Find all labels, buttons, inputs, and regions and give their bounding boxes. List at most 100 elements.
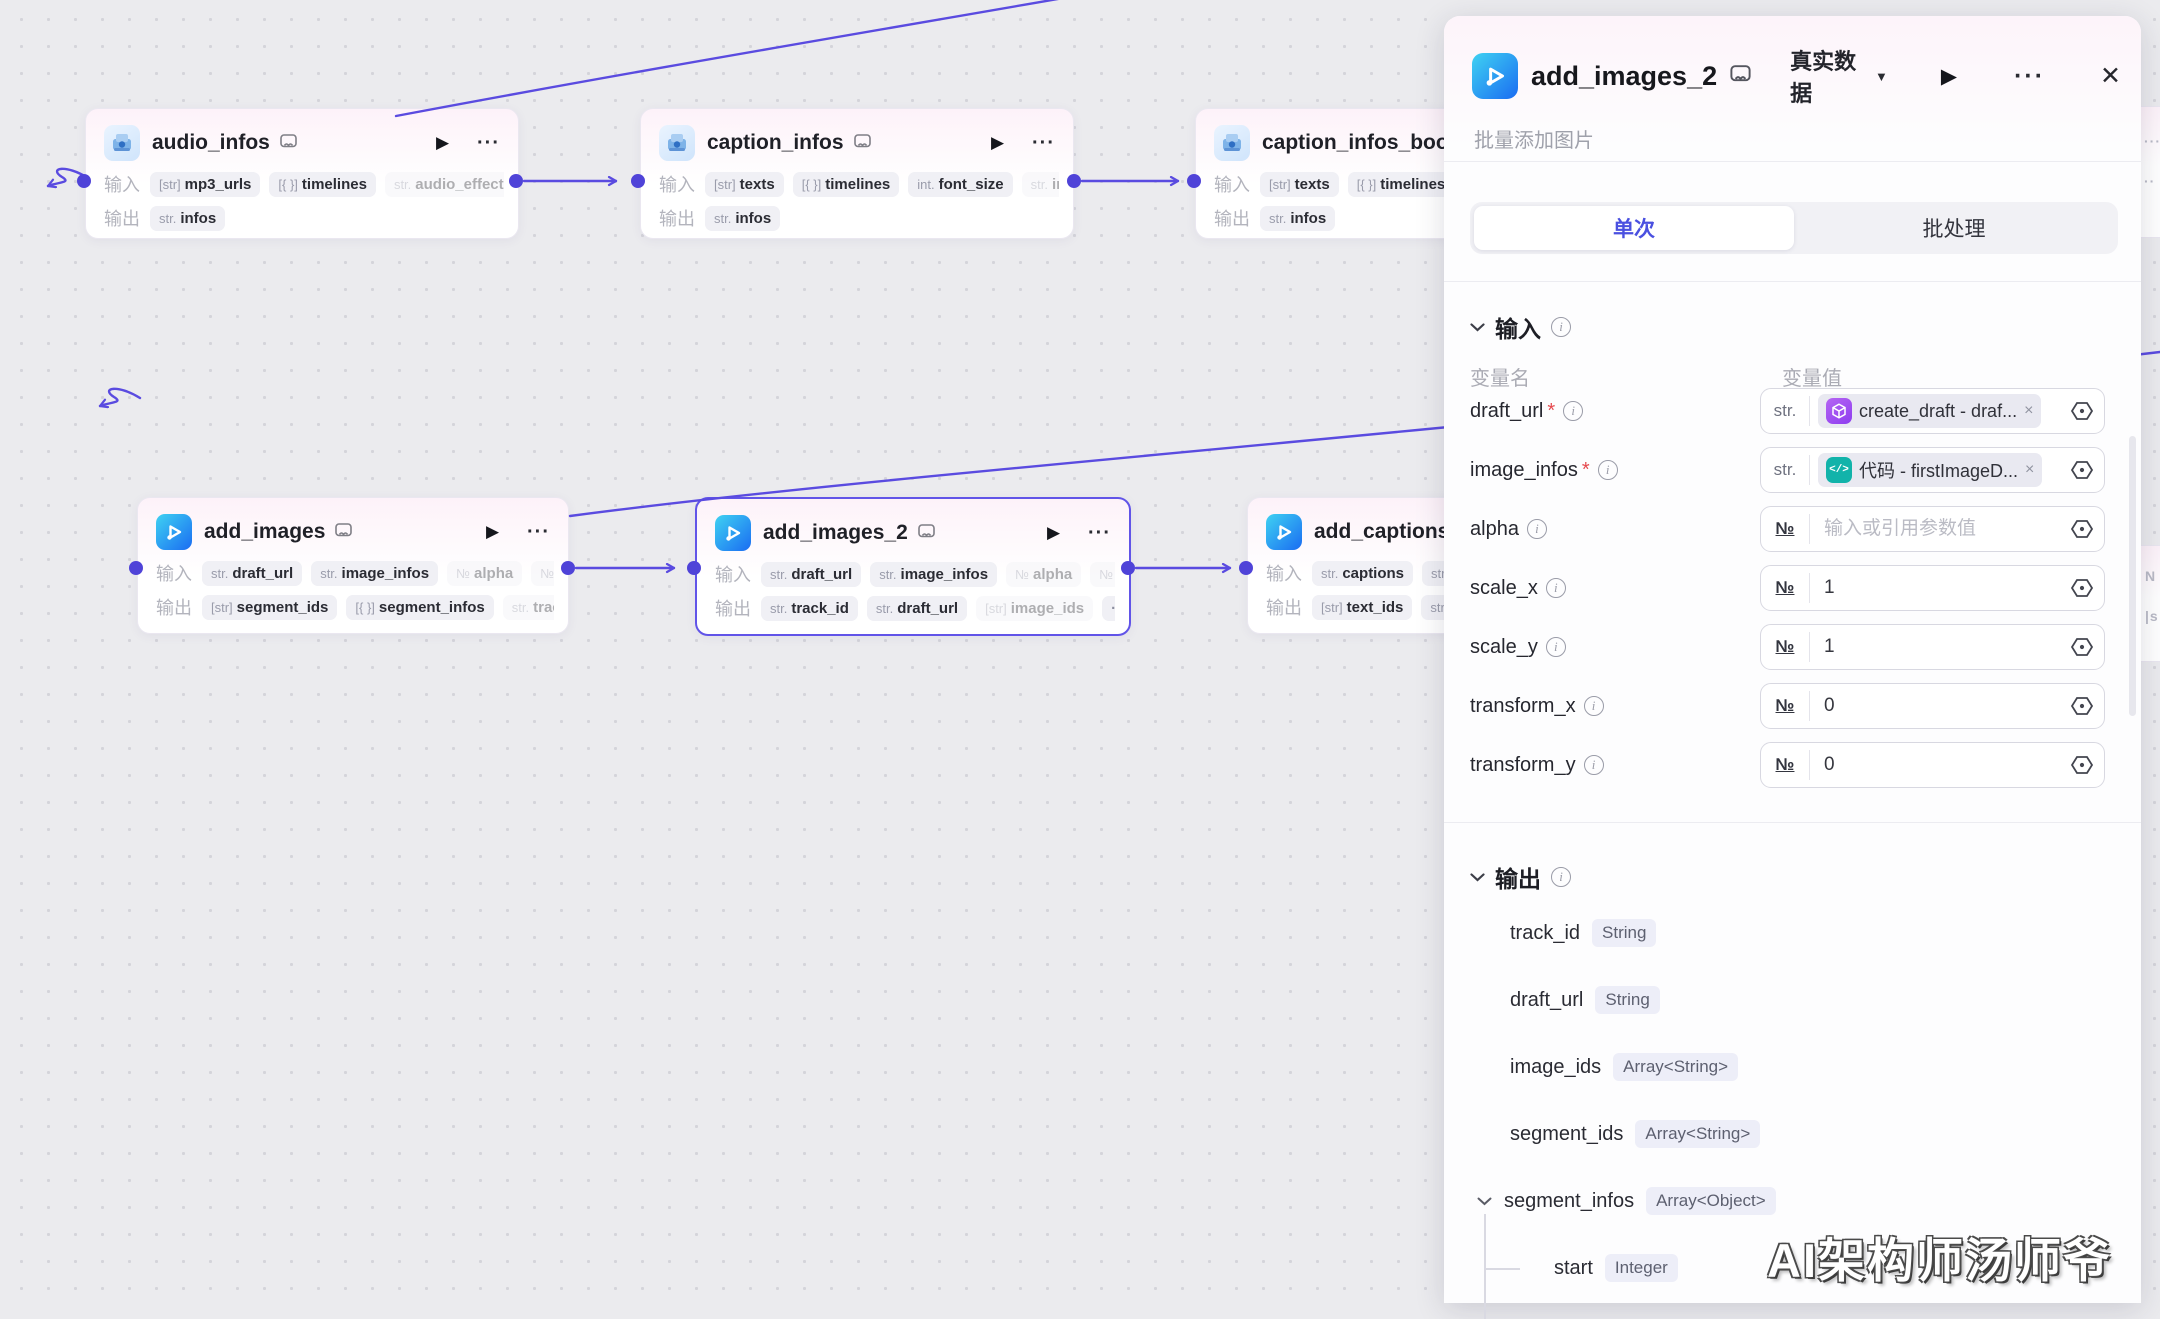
info-icon: i	[1545, 578, 1566, 598]
node-more-button[interactable]: ···	[1088, 521, 1111, 544]
info-icon: i	[1597, 460, 1618, 480]
remove-reference-icon[interactable]: ×	[2025, 461, 2035, 478]
reference-tag[interactable]: </> 代码 - firstImageD... ×	[1818, 453, 2043, 487]
param-pill[interactable]: №	[1090, 561, 1115, 587]
param-pill[interactable]: [str]text_ids	[1312, 594, 1413, 620]
output-row-track-id: track_id String	[1510, 919, 1657, 947]
param-pill[interactable]: [{ }]segment_infos	[346, 594, 494, 620]
input-row-image-infos: image_infos*i str. </> 代码 - firstImageD.…	[1470, 447, 2105, 493]
param-pill[interactable]: [str]segment_ids	[202, 594, 338, 620]
param-pill[interactable]: [str]mp3_urls	[150, 171, 261, 197]
param-pill[interactable]: int.font_size	[908, 171, 1013, 197]
param-pill[interactable]: [str]image_ids	[976, 595, 1094, 621]
workflow-badge-icon	[917, 523, 935, 543]
variable-settings-icon[interactable]	[2070, 753, 2094, 777]
param-pill[interactable]: str.trac	[502, 594, 554, 620]
node-run-button[interactable]: ▶	[485, 522, 500, 541]
node-audio-infos[interactable]: audio_infos ▶ ··· 输入 [str]mp3_urls[{ }]t…	[85, 108, 519, 239]
run-node-button[interactable]: ▶	[1940, 64, 1958, 88]
type-badge: str.	[1761, 396, 1810, 426]
output-row-segment-infos[interactable]: segment_infos Array<Object>	[1477, 1187, 1776, 1215]
variable-settings-icon[interactable]	[2070, 694, 2094, 718]
value-field[interactable]: str. </> 代码 - firstImageD... ×	[1760, 447, 2105, 493]
param-pill[interactable]: str.draft_url	[866, 595, 968, 621]
transform-y-input[interactable]	[1822, 753, 2070, 777]
capcut-icon	[156, 514, 192, 550]
param-pill[interactable]: str.image_infos	[311, 560, 439, 586]
close-panel-button[interactable]: ✕	[2100, 62, 2121, 90]
param-pill[interactable]: [str]texts	[705, 171, 784, 197]
outputs-label: 输出	[104, 209, 140, 229]
node-more-button[interactable]: ···	[1032, 131, 1055, 154]
reference-tag[interactable]: create_draft - draf... ×	[1818, 394, 2042, 428]
type-badge: №	[1761, 750, 1810, 780]
node-title: add_images_2	[763, 521, 908, 544]
param-pill[interactable]: str.infos	[705, 205, 781, 231]
scale-y-input[interactable]	[1822, 635, 2070, 659]
value-field[interactable]: №	[1760, 565, 2105, 611]
panel-scrollbar[interactable]	[2129, 436, 2136, 716]
value-field[interactable]: №	[1760, 506, 2105, 552]
node-run-button[interactable]: ▶	[1046, 523, 1061, 542]
value-field[interactable]: str. create_draft - draf... ×	[1760, 388, 2105, 434]
inputs-label: 输入	[104, 175, 140, 195]
type-chip: Integer	[1604, 1254, 1678, 1282]
param-pill[interactable]: str.draft_url	[202, 560, 303, 586]
param-pill[interactable]: [str]texts	[1260, 171, 1339, 197]
variable-settings-icon[interactable]	[2070, 576, 2094, 600]
param-pill[interactable]: [{ }]timelines	[269, 171, 376, 197]
data-mode-dropdown[interactable]: 真实数据 ▼	[1790, 49, 1888, 106]
param-pill[interactable]: str.draft_url	[761, 561, 862, 587]
param-pill[interactable]: str.audio_effect	[384, 171, 504, 197]
type-badge: str.	[1761, 455, 1810, 485]
output-row-draft-url: draft_url String	[1510, 986, 1660, 1014]
node-more-button[interactable]: ···	[477, 131, 500, 154]
variable-settings-icon[interactable]	[2070, 458, 2094, 482]
value-field[interactable]: №	[1760, 683, 2105, 729]
node-run-button[interactable]: ▶	[990, 133, 1005, 152]
info-icon: i	[1583, 696, 1604, 716]
param-pill[interactable]: str.image_infos	[870, 561, 998, 587]
variable-settings-icon[interactable]	[2070, 635, 2094, 659]
node-caption-infos[interactable]: caption_infos ▶ ··· 输入 [str]texts[{ }]ti…	[640, 108, 1074, 239]
node-run-button[interactable]: ▶	[435, 133, 450, 152]
param-pill[interactable]: str.infos	[1260, 205, 1336, 231]
variable-settings-icon[interactable]	[2070, 517, 2094, 541]
param-pill[interactable]: str.track_id	[761, 595, 858, 621]
param-pill[interactable]: str.captions	[1312, 560, 1414, 586]
param-pill[interactable]: ···	[1102, 595, 1115, 621]
variable-settings-icon[interactable]	[2070, 399, 2094, 423]
panel-more-button[interactable]: ···	[2014, 61, 2046, 90]
chevron-down-icon	[1470, 872, 1485, 881]
param-pill[interactable]: str.infos	[150, 205, 226, 231]
output-pills: str.infos	[1260, 205, 1336, 231]
tab-single[interactable]: 单次	[1474, 206, 1794, 250]
create-draft-node-icon	[1826, 398, 1852, 424]
transform-x-input[interactable]	[1822, 694, 2070, 718]
tab-batch[interactable]: 批处理	[1922, 218, 1986, 241]
param-pill[interactable]: №	[531, 560, 554, 586]
alpha-input[interactable]	[1822, 517, 2070, 541]
type-badge: №	[1761, 573, 1810, 603]
tree-line	[1484, 1268, 1520, 1270]
inputs-label: 输入	[659, 175, 695, 195]
type-chip: Array<Object>	[1646, 1187, 1776, 1215]
param-pill[interactable]: [{ }]timelines	[792, 171, 900, 197]
param-pill[interactable]: str.in_	[1021, 171, 1059, 197]
info-icon: i	[1551, 317, 1571, 337]
scale-x-input[interactable]	[1822, 576, 2070, 600]
value-field[interactable]: №	[1760, 624, 2105, 670]
node-more-button[interactable]: ···	[527, 520, 550, 543]
remove-reference-icon[interactable]: ×	[2024, 402, 2034, 419]
edge-offscreen-left-middle	[98, 387, 142, 406]
output-section-header[interactable]: 输出 i	[1470, 860, 1571, 894]
param-pill[interactable]: [{ }]timelines	[1347, 171, 1455, 197]
value-field[interactable]: №	[1760, 742, 2105, 788]
outputs-label: 输出	[1214, 209, 1250, 229]
input-section-header[interactable]: 输入 i	[1470, 310, 1571, 344]
